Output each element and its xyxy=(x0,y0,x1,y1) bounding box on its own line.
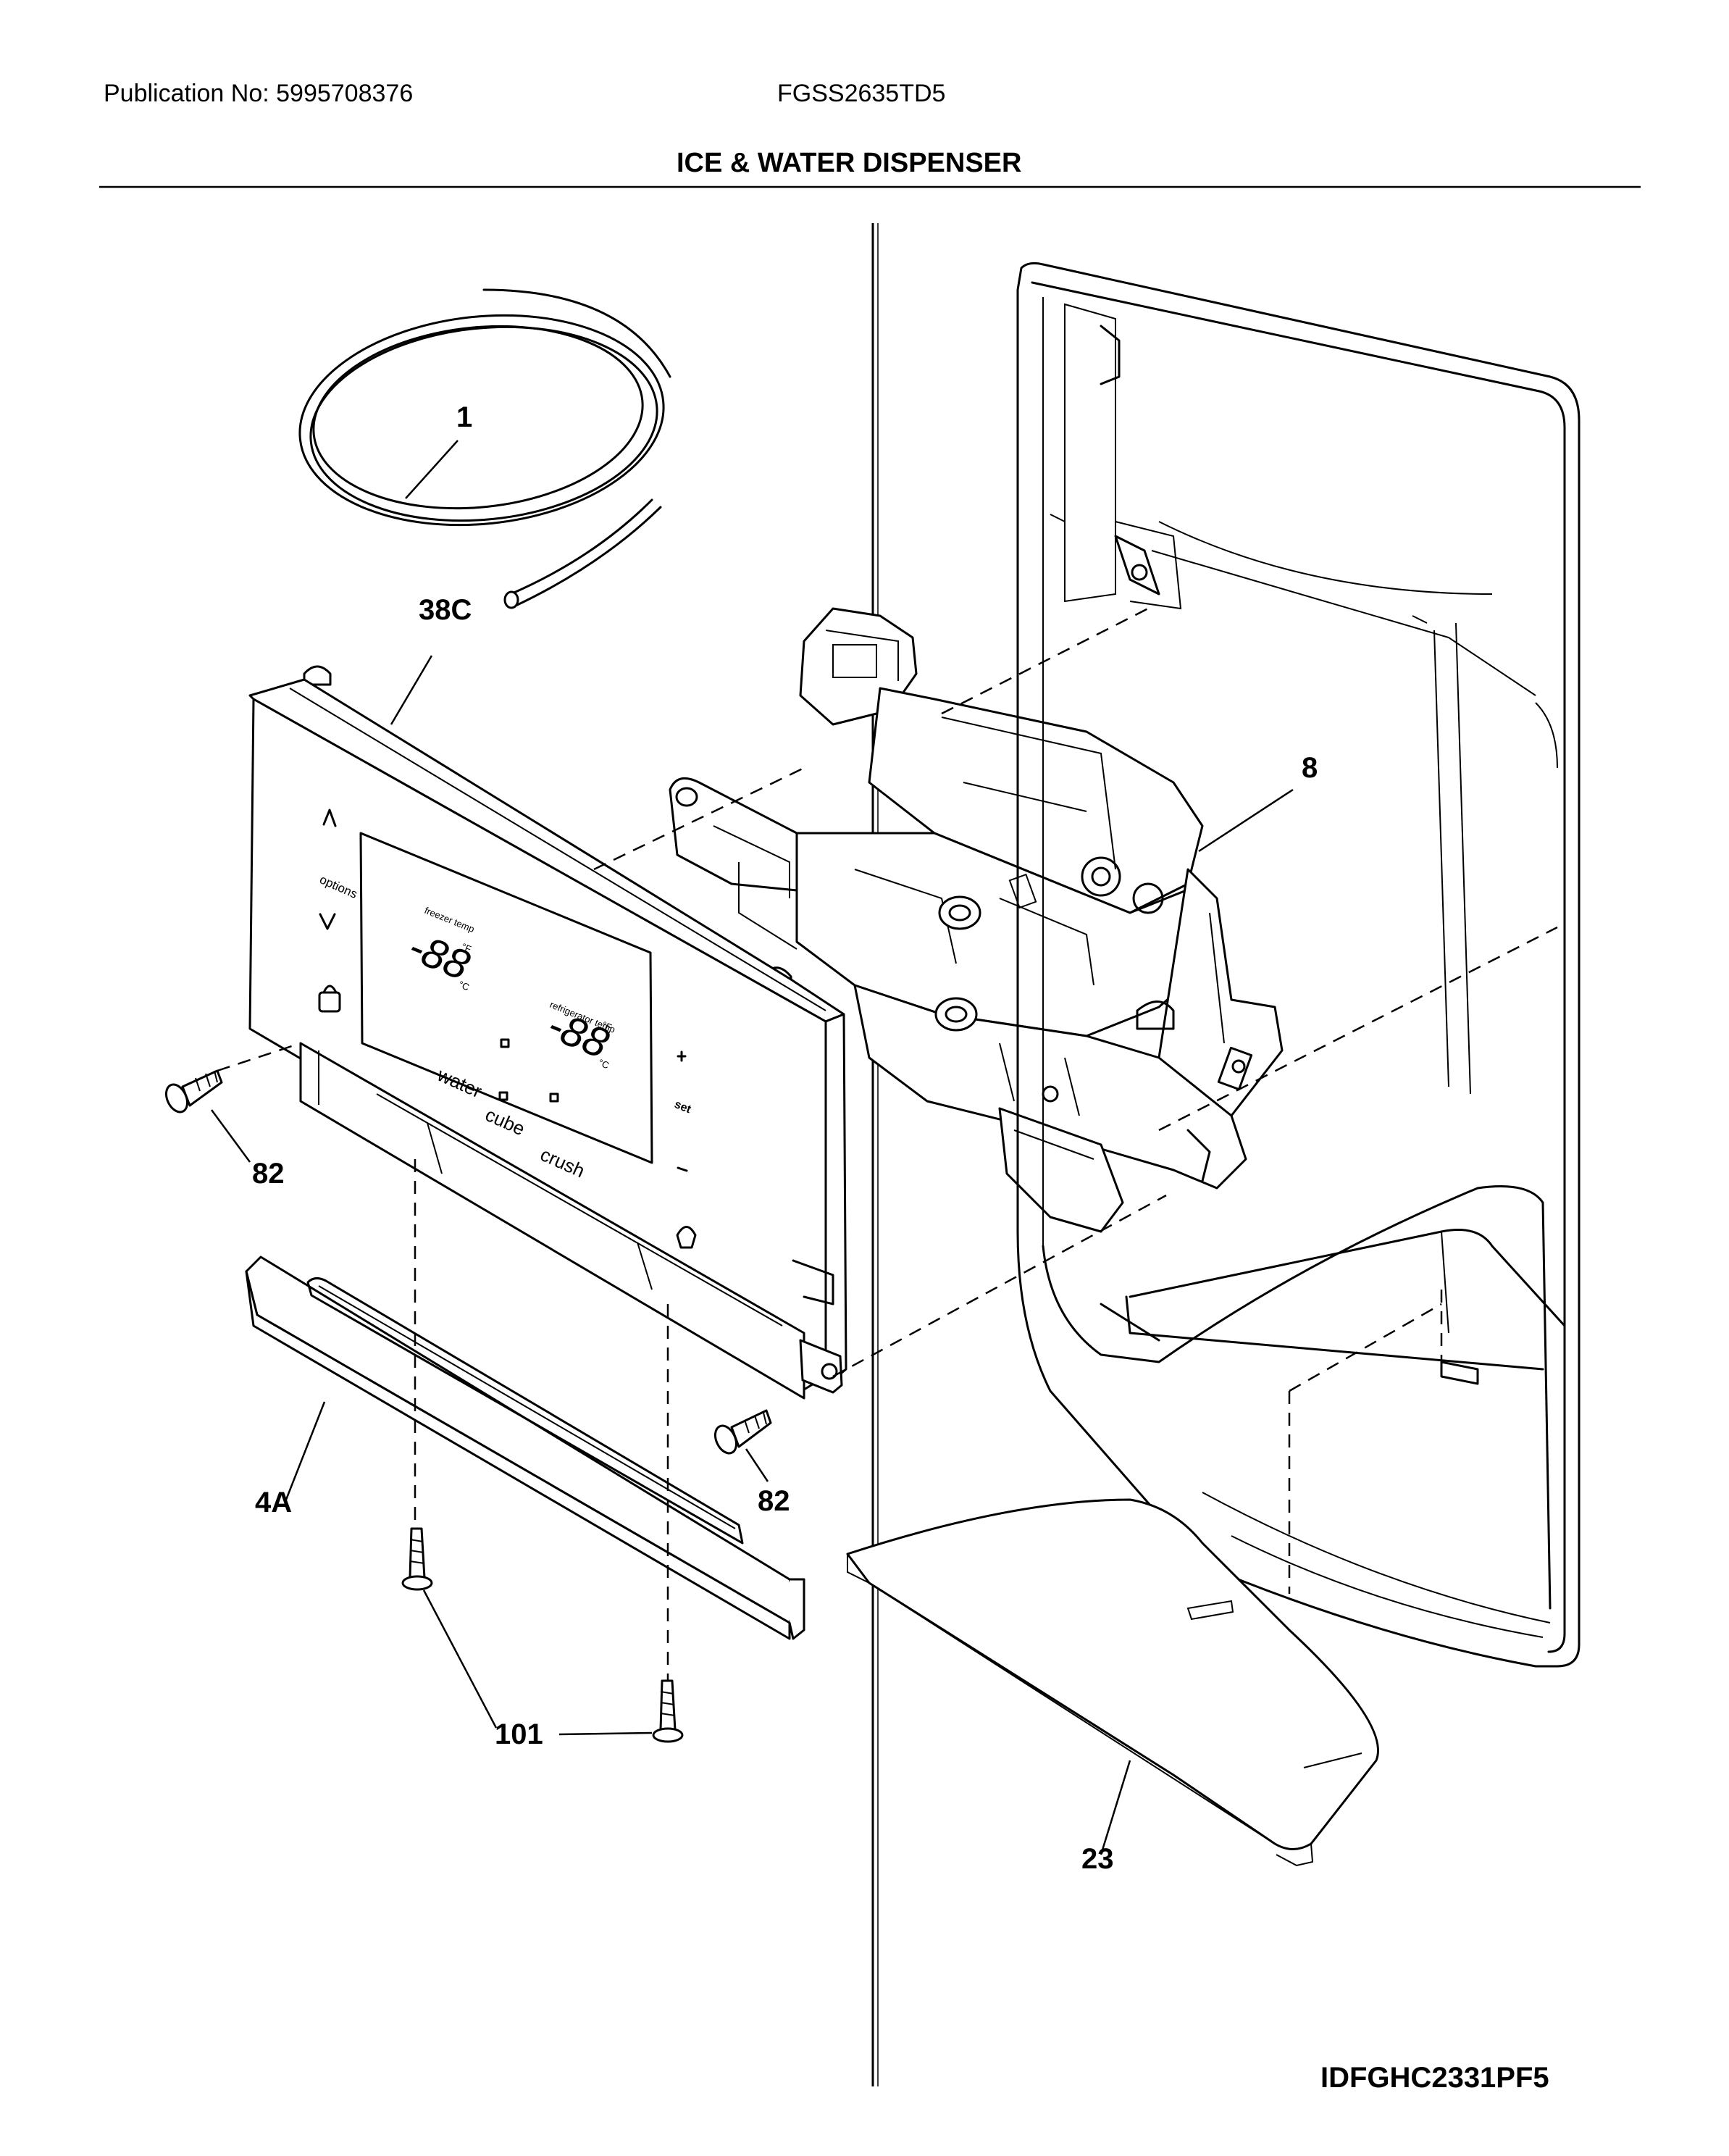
page-title: ICE & WATER DISPENSER xyxy=(677,148,1022,178)
trim-bar xyxy=(245,1255,805,1640)
freezer-unit-c: °C xyxy=(457,979,471,993)
callout-leaders xyxy=(210,440,1294,1855)
assembly-lines xyxy=(217,607,1558,1681)
dispenser-recess xyxy=(1016,262,1581,1668)
water-tubing-coil xyxy=(298,288,671,609)
diagram-id: IDFGHC2331PF5 xyxy=(1320,2062,1549,2094)
screw-101-upper xyxy=(401,1527,433,1591)
refrigerator-unit-c: °C xyxy=(597,1057,611,1071)
callout-drip-tray: 23 xyxy=(1081,1843,1114,1875)
dispenser-housing xyxy=(669,607,1284,1233)
screw-82-right xyxy=(713,1409,772,1455)
model-number: FGSS2635TD5 xyxy=(777,80,946,107)
callout-dispenser-housing: 8 xyxy=(1302,752,1318,784)
refrigerator-unit-f: °F xyxy=(600,1019,614,1033)
callout-tubing: 1 xyxy=(456,401,473,433)
callout-screw-left: 82 xyxy=(252,1158,285,1190)
freezer-unit-f: °F xyxy=(460,941,473,955)
control-panel: options freezer temp -88 °F °C refrigera… xyxy=(248,665,847,1400)
callout-screw-right: 82 xyxy=(758,1485,790,1517)
screw-101-lower xyxy=(652,1679,684,1743)
callout-trim-bar: 4A xyxy=(255,1487,293,1518)
screw-82-left xyxy=(164,1069,223,1113)
publication-number: Publication No: 5995708376 xyxy=(104,80,414,107)
callout-screws-bottom: 101 xyxy=(495,1718,543,1750)
drip-tray xyxy=(846,1498,1379,1867)
callout-control-panel: 38C xyxy=(419,594,472,626)
